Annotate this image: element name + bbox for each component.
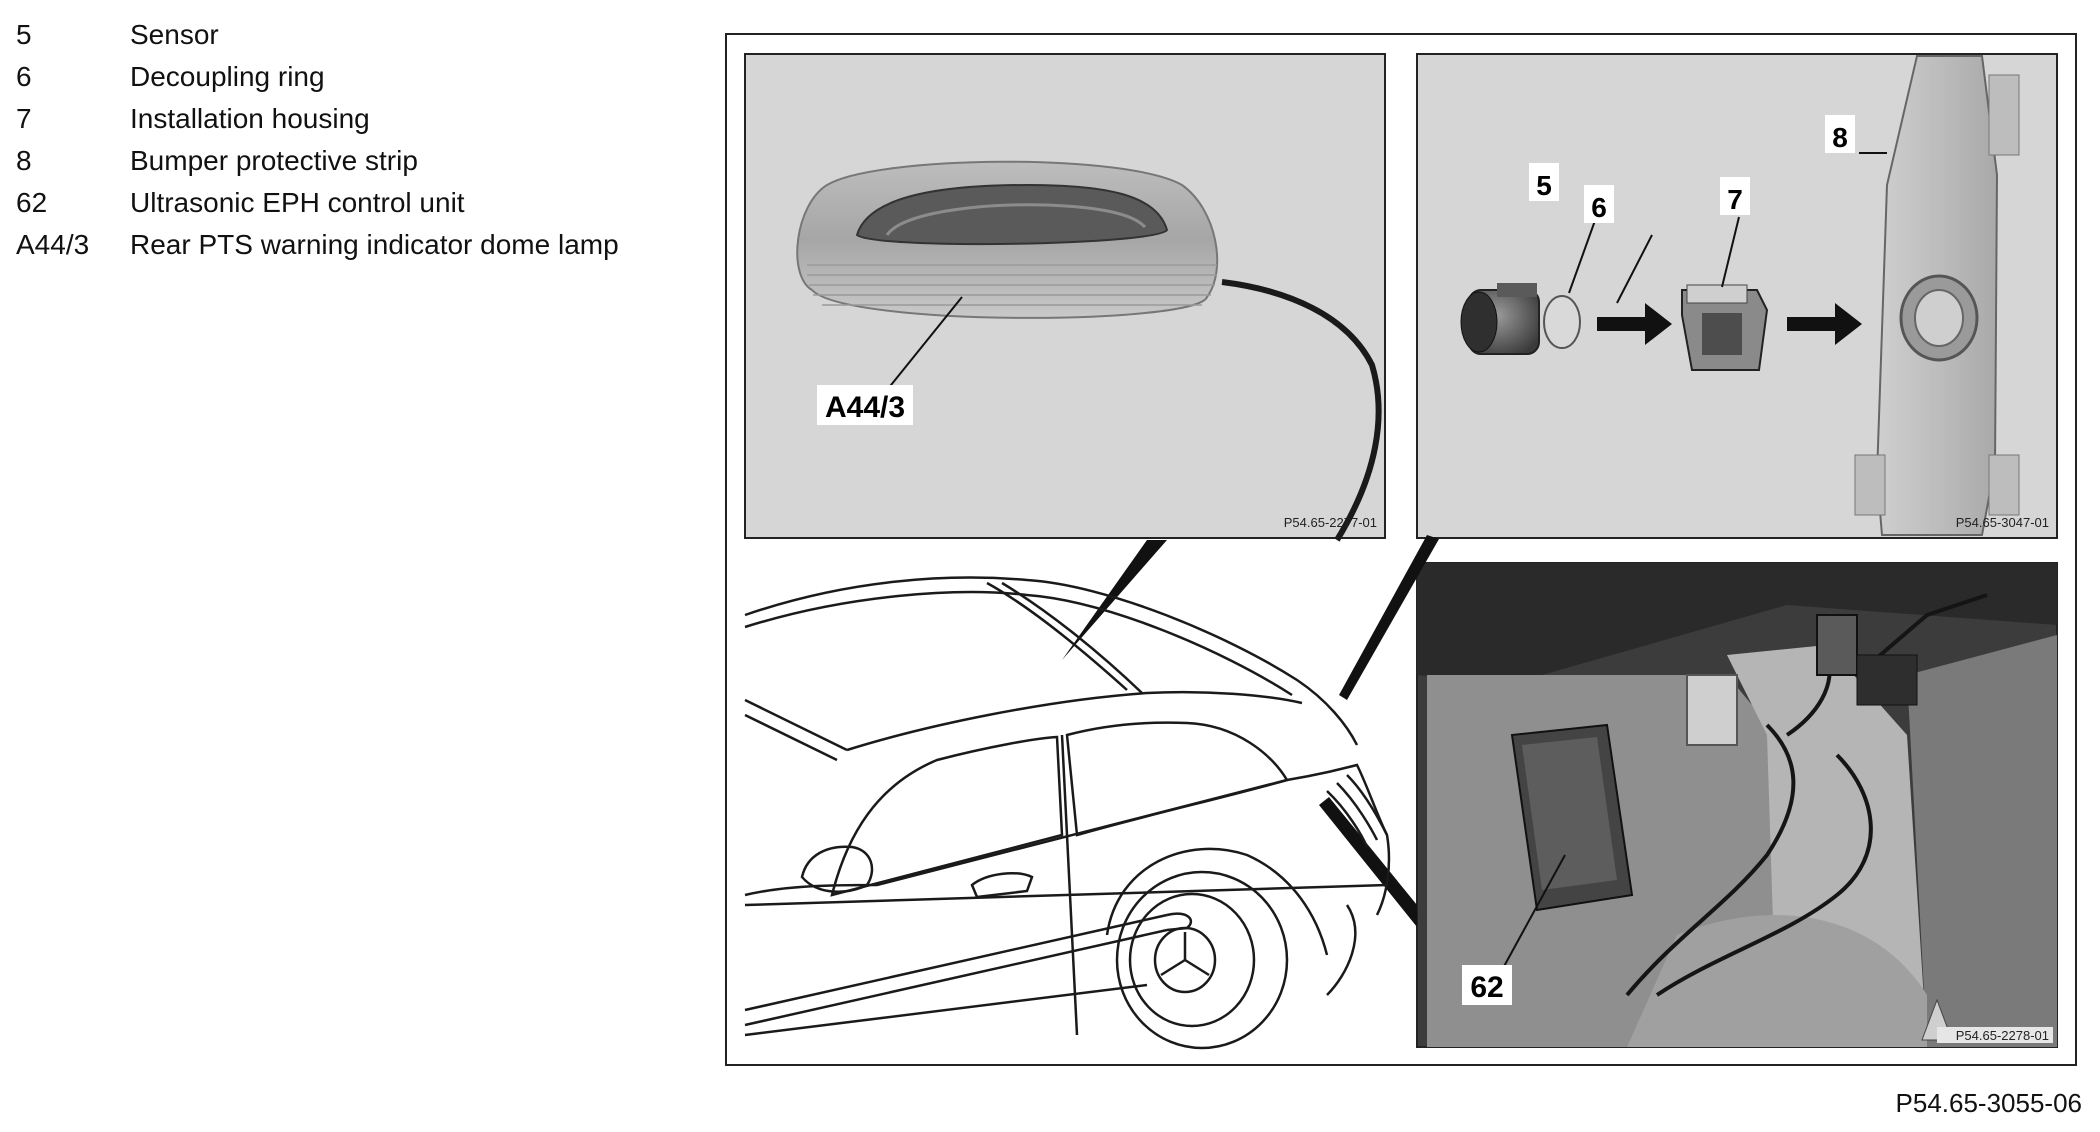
legend-description: Sensor (130, 19, 219, 50)
cable-line (1221, 279, 1382, 542)
legend-description: Decoupling ring (130, 61, 325, 92)
legend-key: 5 (16, 19, 32, 50)
legend-item: 8 Bumper protective strip (16, 144, 656, 178)
legend-description: Ultrasonic EPH control unit (130, 187, 465, 218)
figure-code: P54.65-3055-06 (1895, 1088, 2082, 1118)
legend-key: 62 (16, 187, 48, 218)
pointer-wedges (1062, 535, 1439, 927)
panel-code: P54.65-2278-01 (1956, 1028, 2049, 1043)
legend-item: 62 Ultrasonic EPH control unit (16, 186, 656, 220)
arrow-right-icon (1597, 303, 1672, 345)
callout-7: 7 (1727, 184, 1743, 215)
legend-key: 8 (16, 145, 32, 176)
callout-a44-3: A44/3 (825, 391, 905, 424)
legend-item: 5 Sensor (16, 18, 656, 52)
legend-key: 6 (16, 61, 32, 92)
callout-6: 6 (1591, 192, 1607, 223)
dome-lamp-window (855, 183, 1169, 246)
car-drawing (744, 576, 1391, 1050)
dome-lamp-panel: A44/3 P54.65-2277-01 (744, 53, 1386, 542)
panel-code: P54.65-3047-01 (1956, 515, 2049, 530)
legend-description: Rear PTS warning indicator dome lamp (130, 229, 619, 260)
control-unit-panel: 62 P54.65-2278-01 (1416, 562, 2058, 1048)
arrow-right-icon (1787, 303, 1862, 345)
legend-item: 6 Decoupling ring (16, 60, 656, 94)
mercedes-star-icon (1160, 932, 1210, 977)
figure-frame: A44/3 P54.65-2277-01 (725, 33, 2077, 1066)
callout-62: 62 (1470, 971, 1503, 1004)
callout-5: 5 (1536, 170, 1552, 201)
legend-key: 7 (16, 103, 32, 134)
legend-description: Installation housing (130, 103, 370, 134)
lamp-lens-ribs (807, 264, 1217, 306)
callout-8: 8 (1832, 122, 1848, 153)
panel-code: P54.65-2277-01 (1284, 515, 1377, 530)
legend: 5 Sensor 6 Decoupling ring 7 Installatio… (16, 18, 656, 270)
legend-description: Bumper protective strip (130, 145, 418, 176)
figure-illustration: A44/3 P54.65-2277-01 (744, 53, 2058, 1050)
sensor-assembly-panel: 5 6 7 8 P54.65-3047-01 (1416, 53, 2058, 539)
sensor (1460, 283, 1540, 355)
installation-housing (1681, 284, 1769, 371)
legend-item: A44/3 Rear PTS warning indicator dome la… (16, 228, 656, 262)
legend-key: A44/3 (16, 229, 90, 260)
legend-item: 7 Installation housing (16, 102, 656, 136)
decoupling-ring (1543, 295, 1581, 349)
